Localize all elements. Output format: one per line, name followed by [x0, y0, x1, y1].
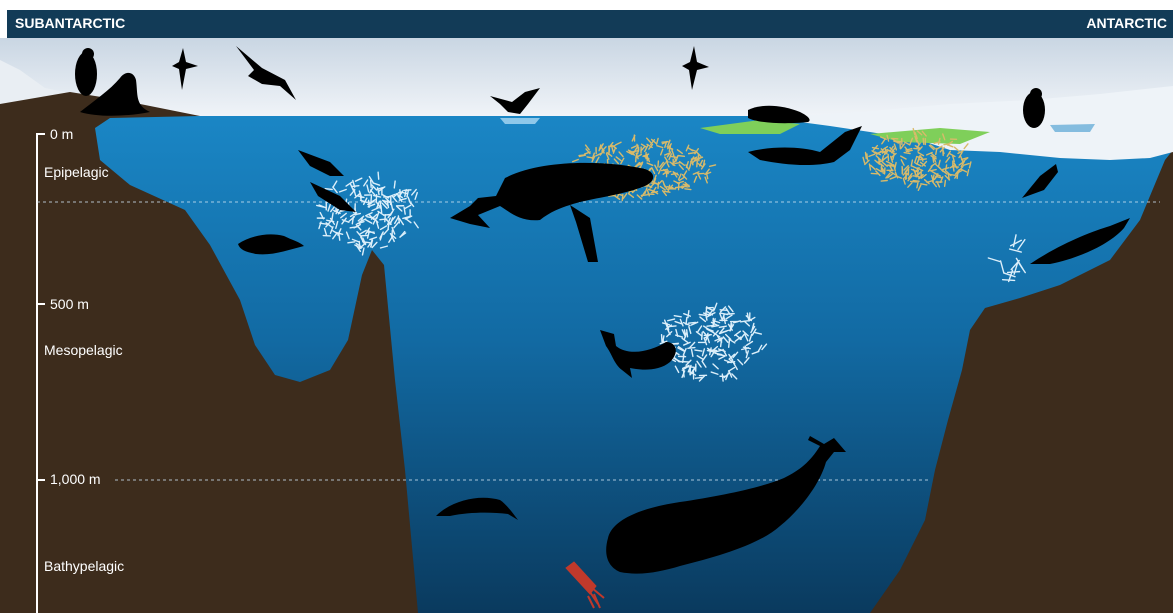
- ice-floe: [1050, 124, 1095, 132]
- antarctic-label: ANTARCTIC: [1086, 15, 1167, 31]
- depth-tick-500: [37, 303, 45, 305]
- header-bar: SUBANTARCTIC ANTARCTIC: [7, 10, 1173, 38]
- zone-label-mesopelagic: Mesopelagic: [44, 342, 123, 358]
- depth-label-500: 500 m: [50, 296, 89, 312]
- depth-label-1000: 1,000 m: [50, 471, 101, 487]
- zone-label-epipelagic: Epipelagic: [44, 164, 109, 180]
- depth-label-0: 0 m: [50, 126, 73, 142]
- depth-tick-1000: [37, 479, 45, 481]
- depth-tick-0: [37, 133, 45, 135]
- subantarctic-label: SUBANTARCTIC: [15, 15, 125, 31]
- zone-label-bathypelagic: Bathypelagic: [44, 558, 124, 574]
